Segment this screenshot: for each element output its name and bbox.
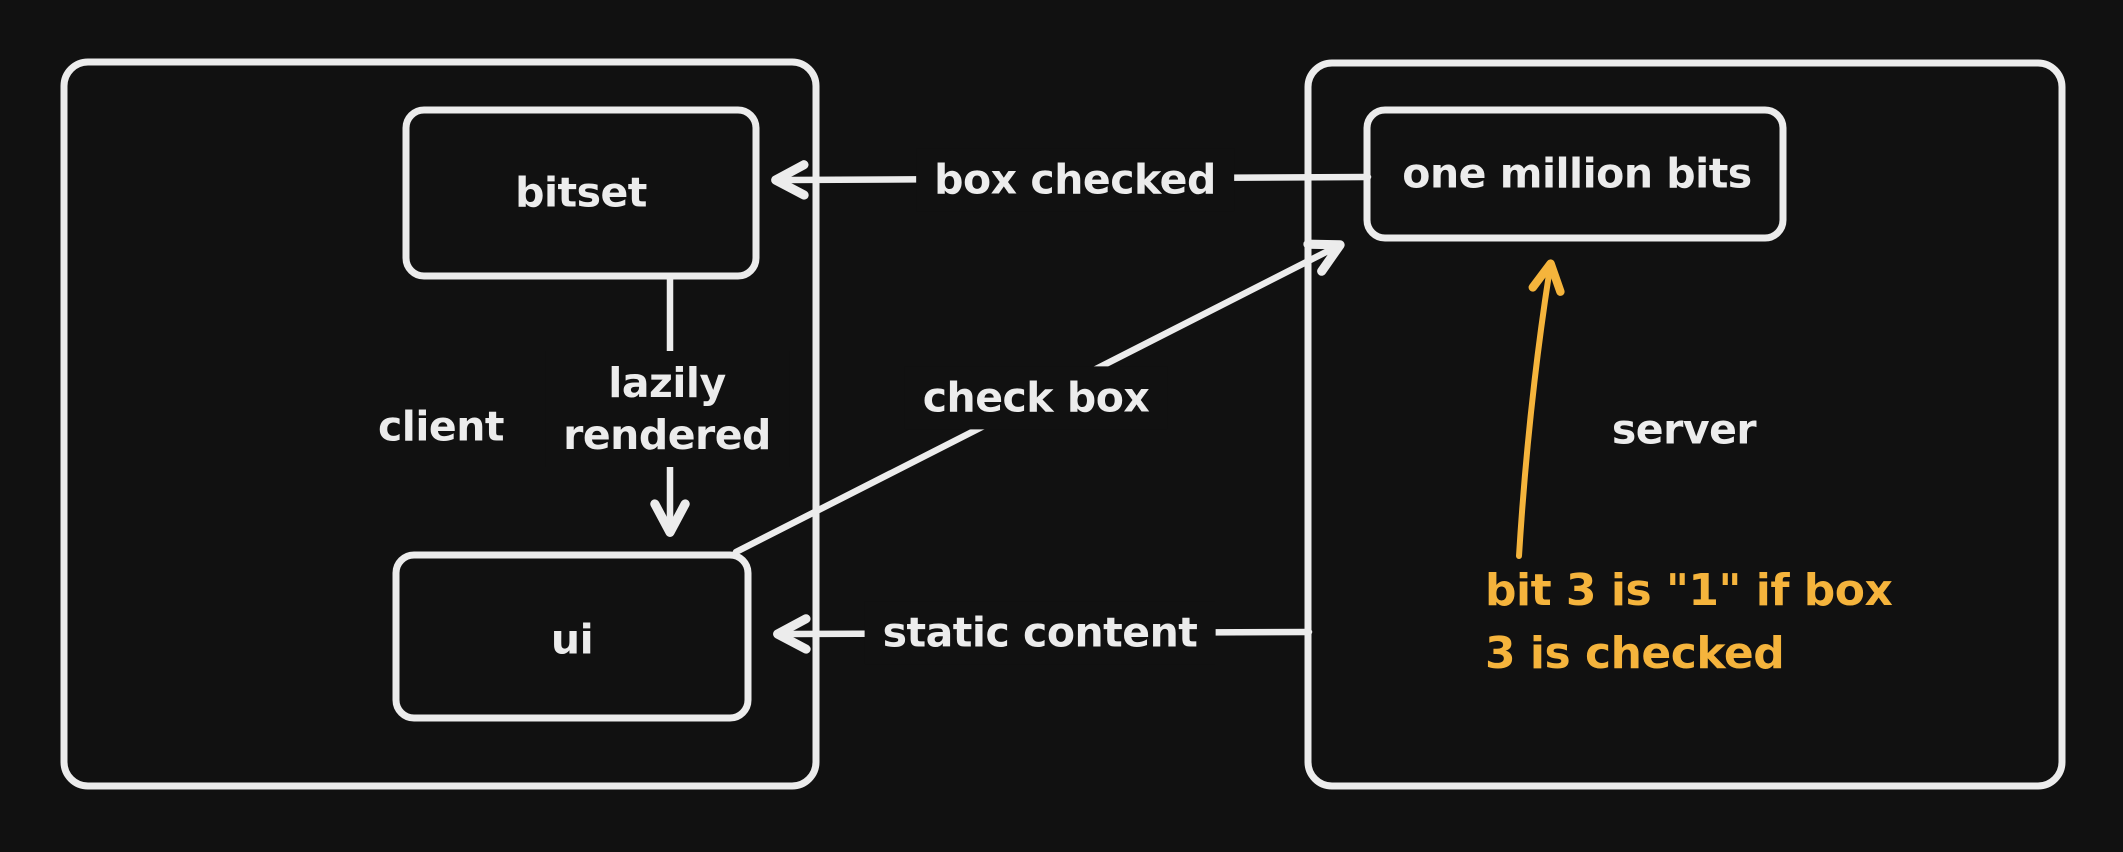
client-label: client (377, 402, 505, 451)
bit3-annotation: bit 3 is "1" if box 3 is checked (1485, 559, 1893, 685)
bitset-label: bitset (515, 168, 647, 217)
lazily-rendered-line1: lazily (608, 359, 726, 407)
bit3-annotation-arrow (1516, 259, 1565, 559)
ui-box (392, 551, 752, 722)
lazily-rendered-label: lazily rendered (545, 351, 789, 467)
static-content-label: static content (864, 601, 1216, 665)
client-box-outline (60, 58, 820, 790)
bit3-annotation-line2: 3 is checked (1485, 628, 1785, 679)
bitset-box (402, 106, 760, 280)
lazily-rendered-line2: rendered (563, 411, 771, 459)
check-box-label: check box (904, 366, 1168, 430)
bit3-annotation-line1: bit 3 is "1" if box (1485, 565, 1893, 616)
box-checked-label: box checked (916, 148, 1234, 212)
one-million-bits-label: one million bits (1402, 149, 1752, 198)
server-box-outline (1304, 59, 2066, 790)
server-label: server (1611, 405, 1757, 454)
ui-label: ui (550, 615, 594, 664)
